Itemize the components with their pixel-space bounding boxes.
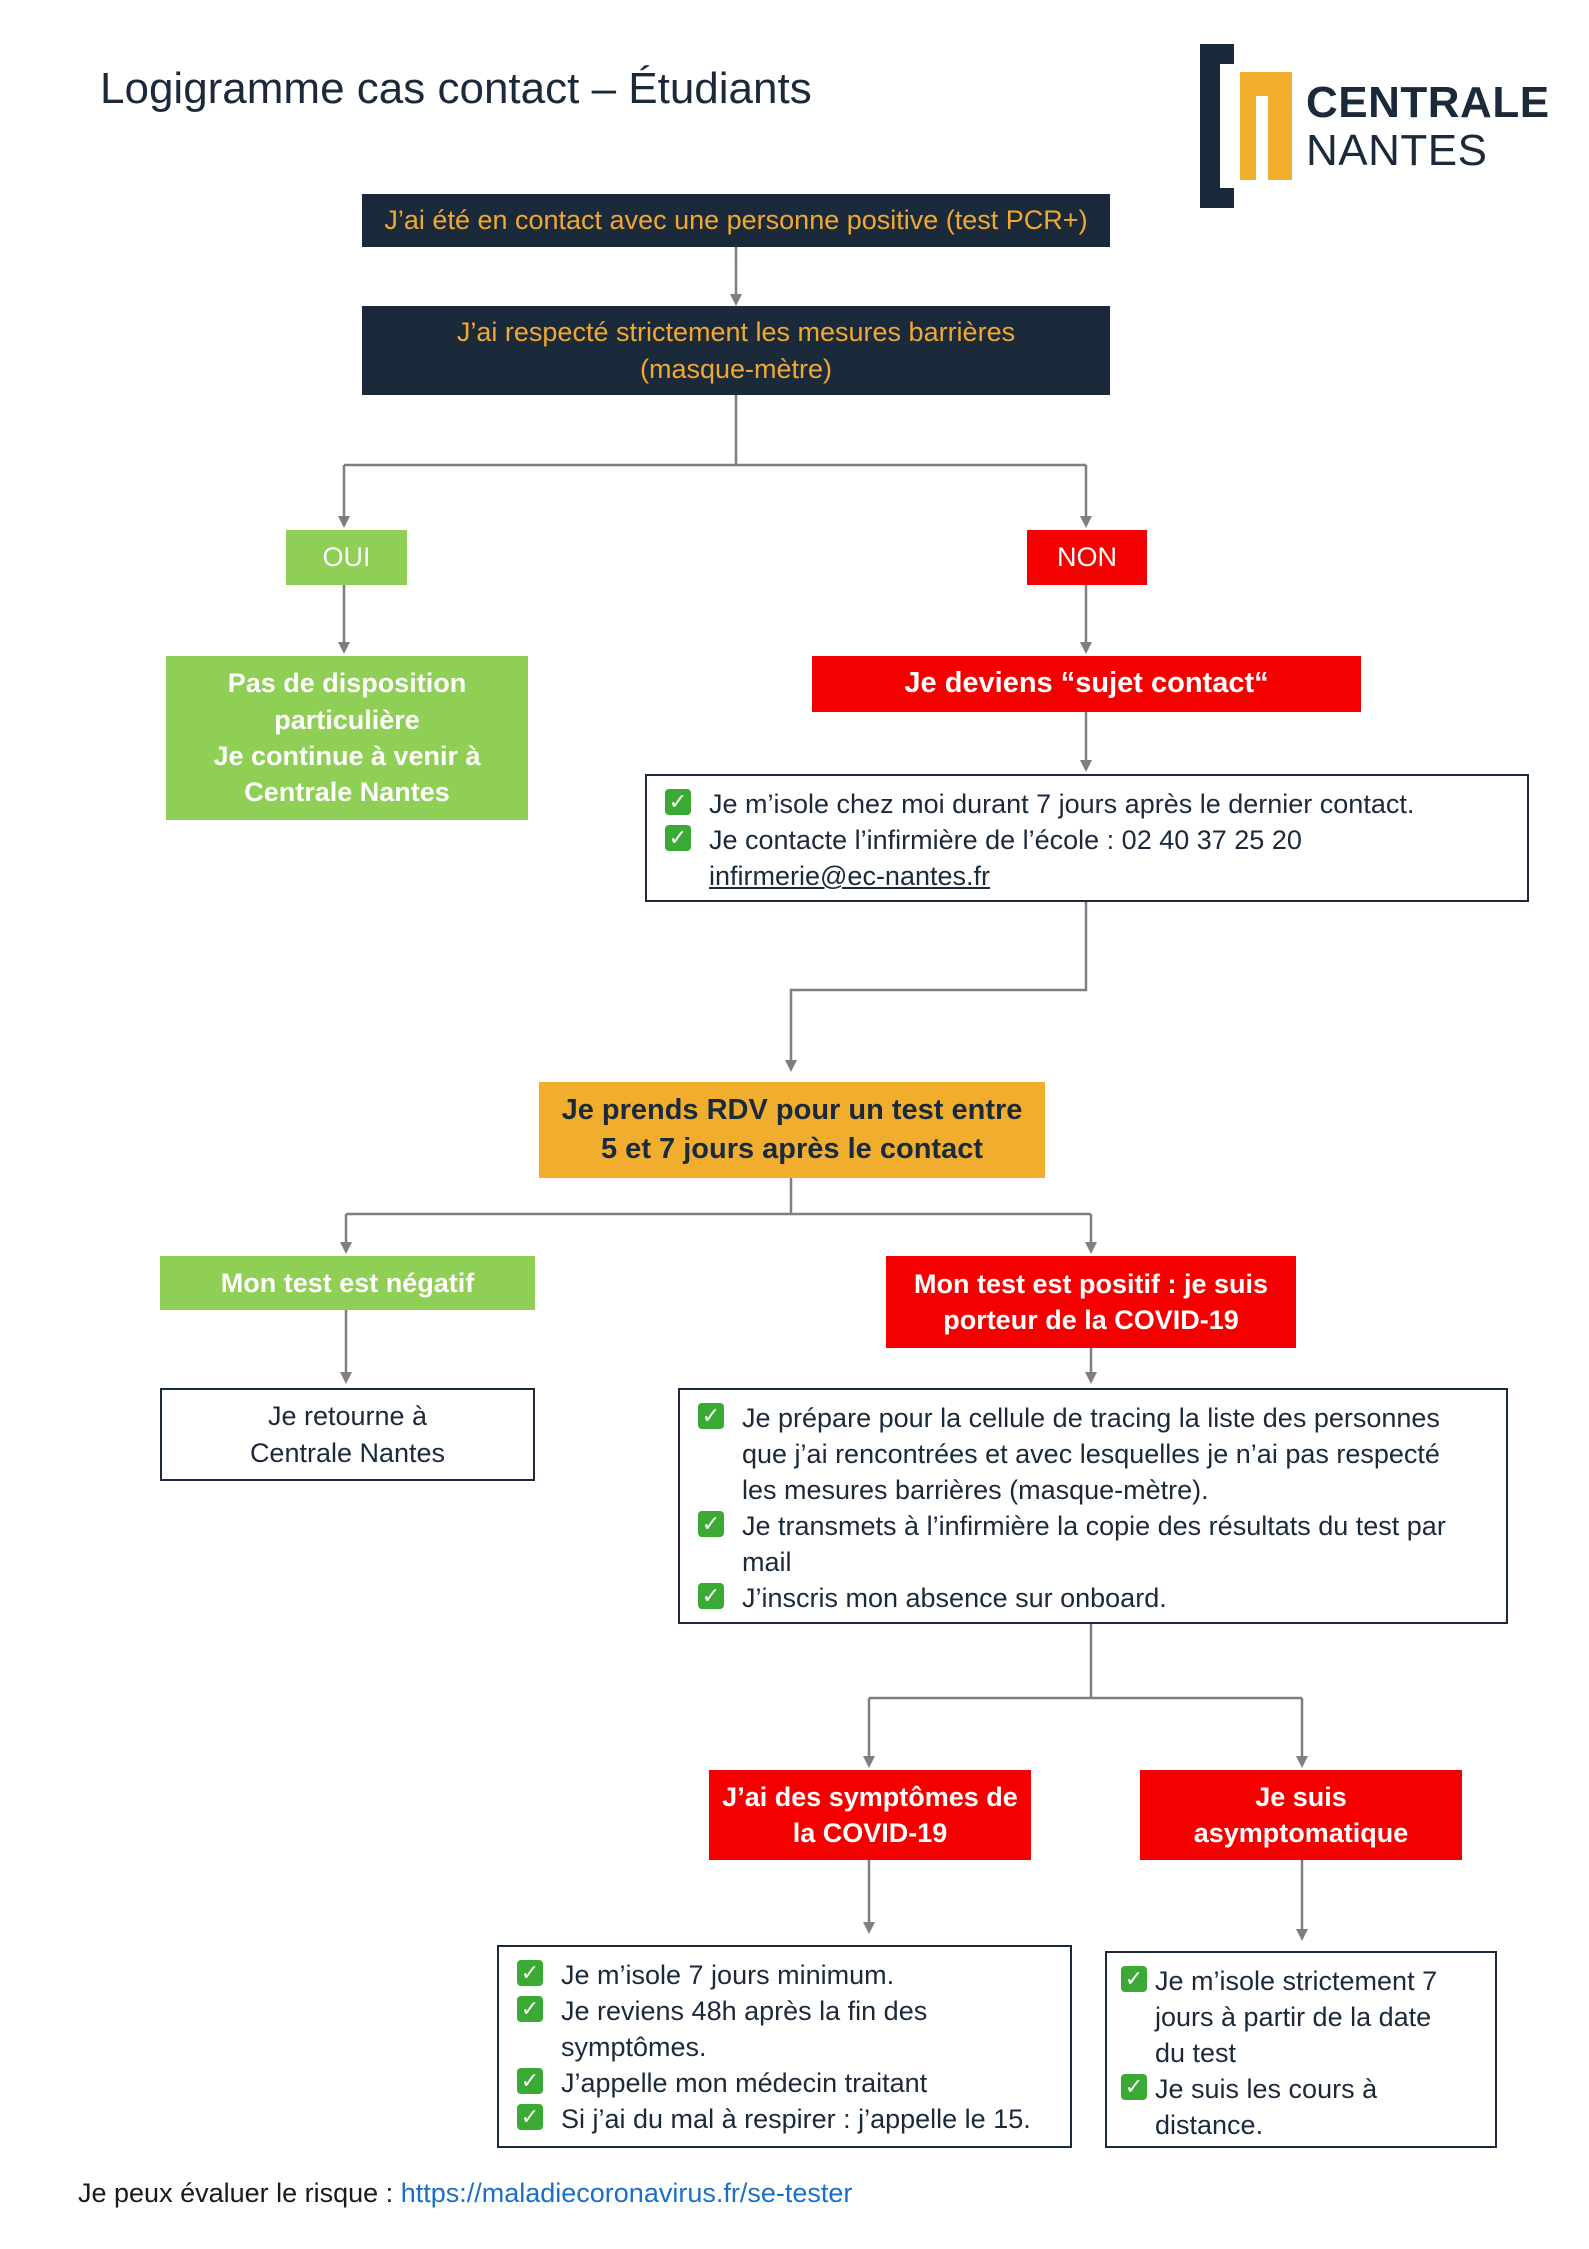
- list-item: ✓ Je m’isole chez moi durant 7 jours apr…: [665, 786, 1414, 822]
- list-item: ✓ Je prépare pour la cellule de tracing …: [698, 1400, 1440, 1508]
- node-positive: Mon test est positif : je suis porteur d…: [886, 1256, 1296, 1348]
- node-contact-label: J’ai été en contact avec une personne po…: [384, 205, 1088, 236]
- isolation-step-1: Je m’isole chez moi durant 7 jours après…: [709, 789, 1415, 819]
- checkmark-icon: ✓: [1121, 2074, 1147, 2100]
- logo-word-centrale: CENTRALE: [1306, 78, 1550, 127]
- logo-mark-icon: [1200, 44, 1292, 208]
- checkmark-icon: ✓: [517, 1960, 543, 1986]
- node-no-action-line1: Pas de disposition: [227, 668, 467, 699]
- node-symptoms-line1: J’ai des symptômes de: [722, 1781, 1018, 1812]
- page-title: Logigramme cas contact – Étudiants: [100, 64, 812, 113]
- node-asymptomatic-line1: Je suis: [1255, 1781, 1347, 1812]
- node-test-appointment-line2: 5 et 7 jours après le contact: [601, 1133, 983, 1165]
- node-negative: Mon test est négatif: [160, 1256, 535, 1310]
- node-positive-line2: porteur de la COVID-19: [943, 1305, 1239, 1335]
- list-item: ✓ Je transmets à l’infirmière la copie d…: [698, 1508, 1446, 1580]
- positive-step-3: J’inscris mon absence sur onboard.: [742, 1583, 1167, 1613]
- node-no: NON: [1027, 530, 1147, 585]
- node-symptoms-line2: la COVID-19: [792, 1818, 948, 1848]
- node-no-label: NON: [1057, 542, 1117, 573]
- node-asymptomatic: Je suis asymptomatique: [1140, 1770, 1462, 1860]
- positive-step-1-line2: que j’ai rencontrées et avec lesquelles …: [742, 1439, 1440, 1469]
- node-no-action: Pas de disposition particulière Je conti…: [166, 656, 528, 820]
- asymptomatic-step-2-line1: Je suis les cours à: [1155, 2074, 1378, 2104]
- symptoms-step-2-line1: Je reviens 48h après la fin des: [561, 1996, 928, 2026]
- list-item: ✓ Si j’ai du mal à respirer : j’appelle …: [517, 2101, 1031, 2137]
- node-no-action-line4: Centrale Nantes: [244, 777, 450, 808]
- checkmark-icon: ✓: [698, 1403, 724, 1429]
- nurse-email-link[interactable]: infirmerie@ec-nantes.fr: [709, 861, 990, 891]
- isolation-steps-box: ✓ Je m’isole chez moi durant 7 jours apr…: [645, 774, 1529, 902]
- logo-word-nantes: NANTES: [1306, 126, 1488, 175]
- asymptomatic-steps-box: ✓ Je m’isole strictement 7 jours à parti…: [1105, 1951, 1497, 2148]
- asymptomatic-step-1-line3: du test: [1155, 2038, 1237, 2068]
- asymptomatic-step-2-line2: distance.: [1155, 2110, 1264, 2140]
- node-negative-label: Mon test est négatif: [220, 1267, 475, 1298]
- node-no-action-line3: Je continue à venir à: [213, 741, 481, 771]
- node-barrier-line1: J’ai respecté strictement les mesures ba…: [456, 317, 1016, 348]
- asymptomatic-step-1-line2: jours à partir de la date: [1155, 2002, 1432, 2032]
- node-asymptomatic-line2: asymptomatique: [1193, 1818, 1409, 1848]
- positive-step-2-line2: mail: [742, 1547, 792, 1577]
- positive-steps-box: ✓ Je prépare pour la cellule de tracing …: [678, 1388, 1508, 1624]
- node-test-appointment-line1: Je prends RDV pour un test entre: [561, 1093, 1023, 1126]
- node-positive-line1: Mon test est positif : je suis: [913, 1268, 1269, 1299]
- positive-step-1-line3: les mesures barrières (masque-mètre).: [742, 1475, 1209, 1505]
- symptoms-step-1: Je m’isole 7 jours minimum.: [561, 1960, 895, 1990]
- positive-step-1-line1: Je prépare pour la cellule de tracing la…: [742, 1403, 1440, 1433]
- node-barrier-line2: (masque-mètre): [639, 353, 833, 384]
- symptoms-step-2-line2: symptômes.: [561, 2032, 707, 2062]
- node-yes-label: OUI: [322, 542, 371, 573]
- node-yes: OUI: [286, 530, 407, 585]
- node-return: Je retourne à Centrale Nantes: [160, 1388, 535, 1481]
- checkmark-icon: ✓: [517, 2104, 543, 2130]
- list-item: ✓ J’appelle mon médecin traitant: [517, 2065, 927, 2101]
- checkmark-icon: ✓: [698, 1583, 724, 1609]
- footer: Je peux évaluer le risque : https://mala…: [78, 2178, 852, 2209]
- node-contact: J’ai été en contact avec une personne po…: [362, 194, 1110, 247]
- list-item: ✓ Je m’isole 7 jours minimum.: [517, 1957, 894, 1993]
- arrow-steps-to-test: [785, 902, 1088, 1072]
- checkmark-icon: ✓: [665, 825, 691, 851]
- footer-text: Je peux évaluer le risque :: [78, 2178, 401, 2208]
- list-item: ✓ Je contacte l’infirmière de l’école : …: [665, 822, 1302, 894]
- node-barrier-question: J’ai respecté strictement les mesures ba…: [362, 306, 1110, 395]
- node-no-action-line2: particulière: [274, 704, 420, 735]
- isolation-step-2-phone: Je contacte l’infirmière de l’école : 02…: [709, 825, 1302, 855]
- symptoms-step-3: J’appelle mon médecin traitant: [561, 2068, 928, 2098]
- node-symptoms: J’ai des symptômes de la COVID-19: [709, 1770, 1031, 1860]
- node-return-line2: Centrale Nantes: [249, 1437, 446, 1468]
- asymptomatic-step-1-line1: Je m’isole strictement 7: [1155, 1966, 1438, 1996]
- node-return-line1: Je retourne à: [267, 1401, 428, 1432]
- list-item: ✓ J’inscris mon absence sur onboard.: [698, 1580, 1167, 1616]
- checkmark-icon: ✓: [517, 1996, 543, 2022]
- symptoms-steps-box: ✓ Je m’isole 7 jours minimum. ✓ Je revie…: [497, 1945, 1072, 2148]
- checkmark-icon: ✓: [517, 2068, 543, 2094]
- list-item: ✓ Je m’isole strictement 7 jours à parti…: [1121, 1963, 1437, 2071]
- risk-assessment-link[interactable]: https://maladiecoronavirus.fr/se-tester: [400, 2178, 853, 2208]
- positive-step-2-line1: Je transmets à l’infirmière la copie des…: [742, 1511, 1446, 1541]
- node-test-appointment: Je prends RDV pour un test entre 5 et 7 …: [539, 1082, 1045, 1178]
- list-item: ✓ Je suis les cours à distance.: [1121, 2071, 1377, 2143]
- list-item: ✓ Je reviens 48h après la fin des symptô…: [517, 1993, 927, 2065]
- node-contact-subject-label: Je deviens “sujet contact“: [904, 667, 1269, 700]
- centrale-nantes-logo: CENTRALE NANTES: [1200, 44, 1549, 208]
- checkmark-icon: ✓: [698, 1511, 724, 1537]
- node-contact-subject: Je deviens “sujet contact“: [812, 656, 1361, 712]
- checkmark-icon: ✓: [665, 789, 691, 815]
- checkmark-icon: ✓: [1121, 1966, 1147, 1992]
- symptoms-step-4: Si j’ai du mal à respirer : j’appelle le…: [561, 2104, 1031, 2134]
